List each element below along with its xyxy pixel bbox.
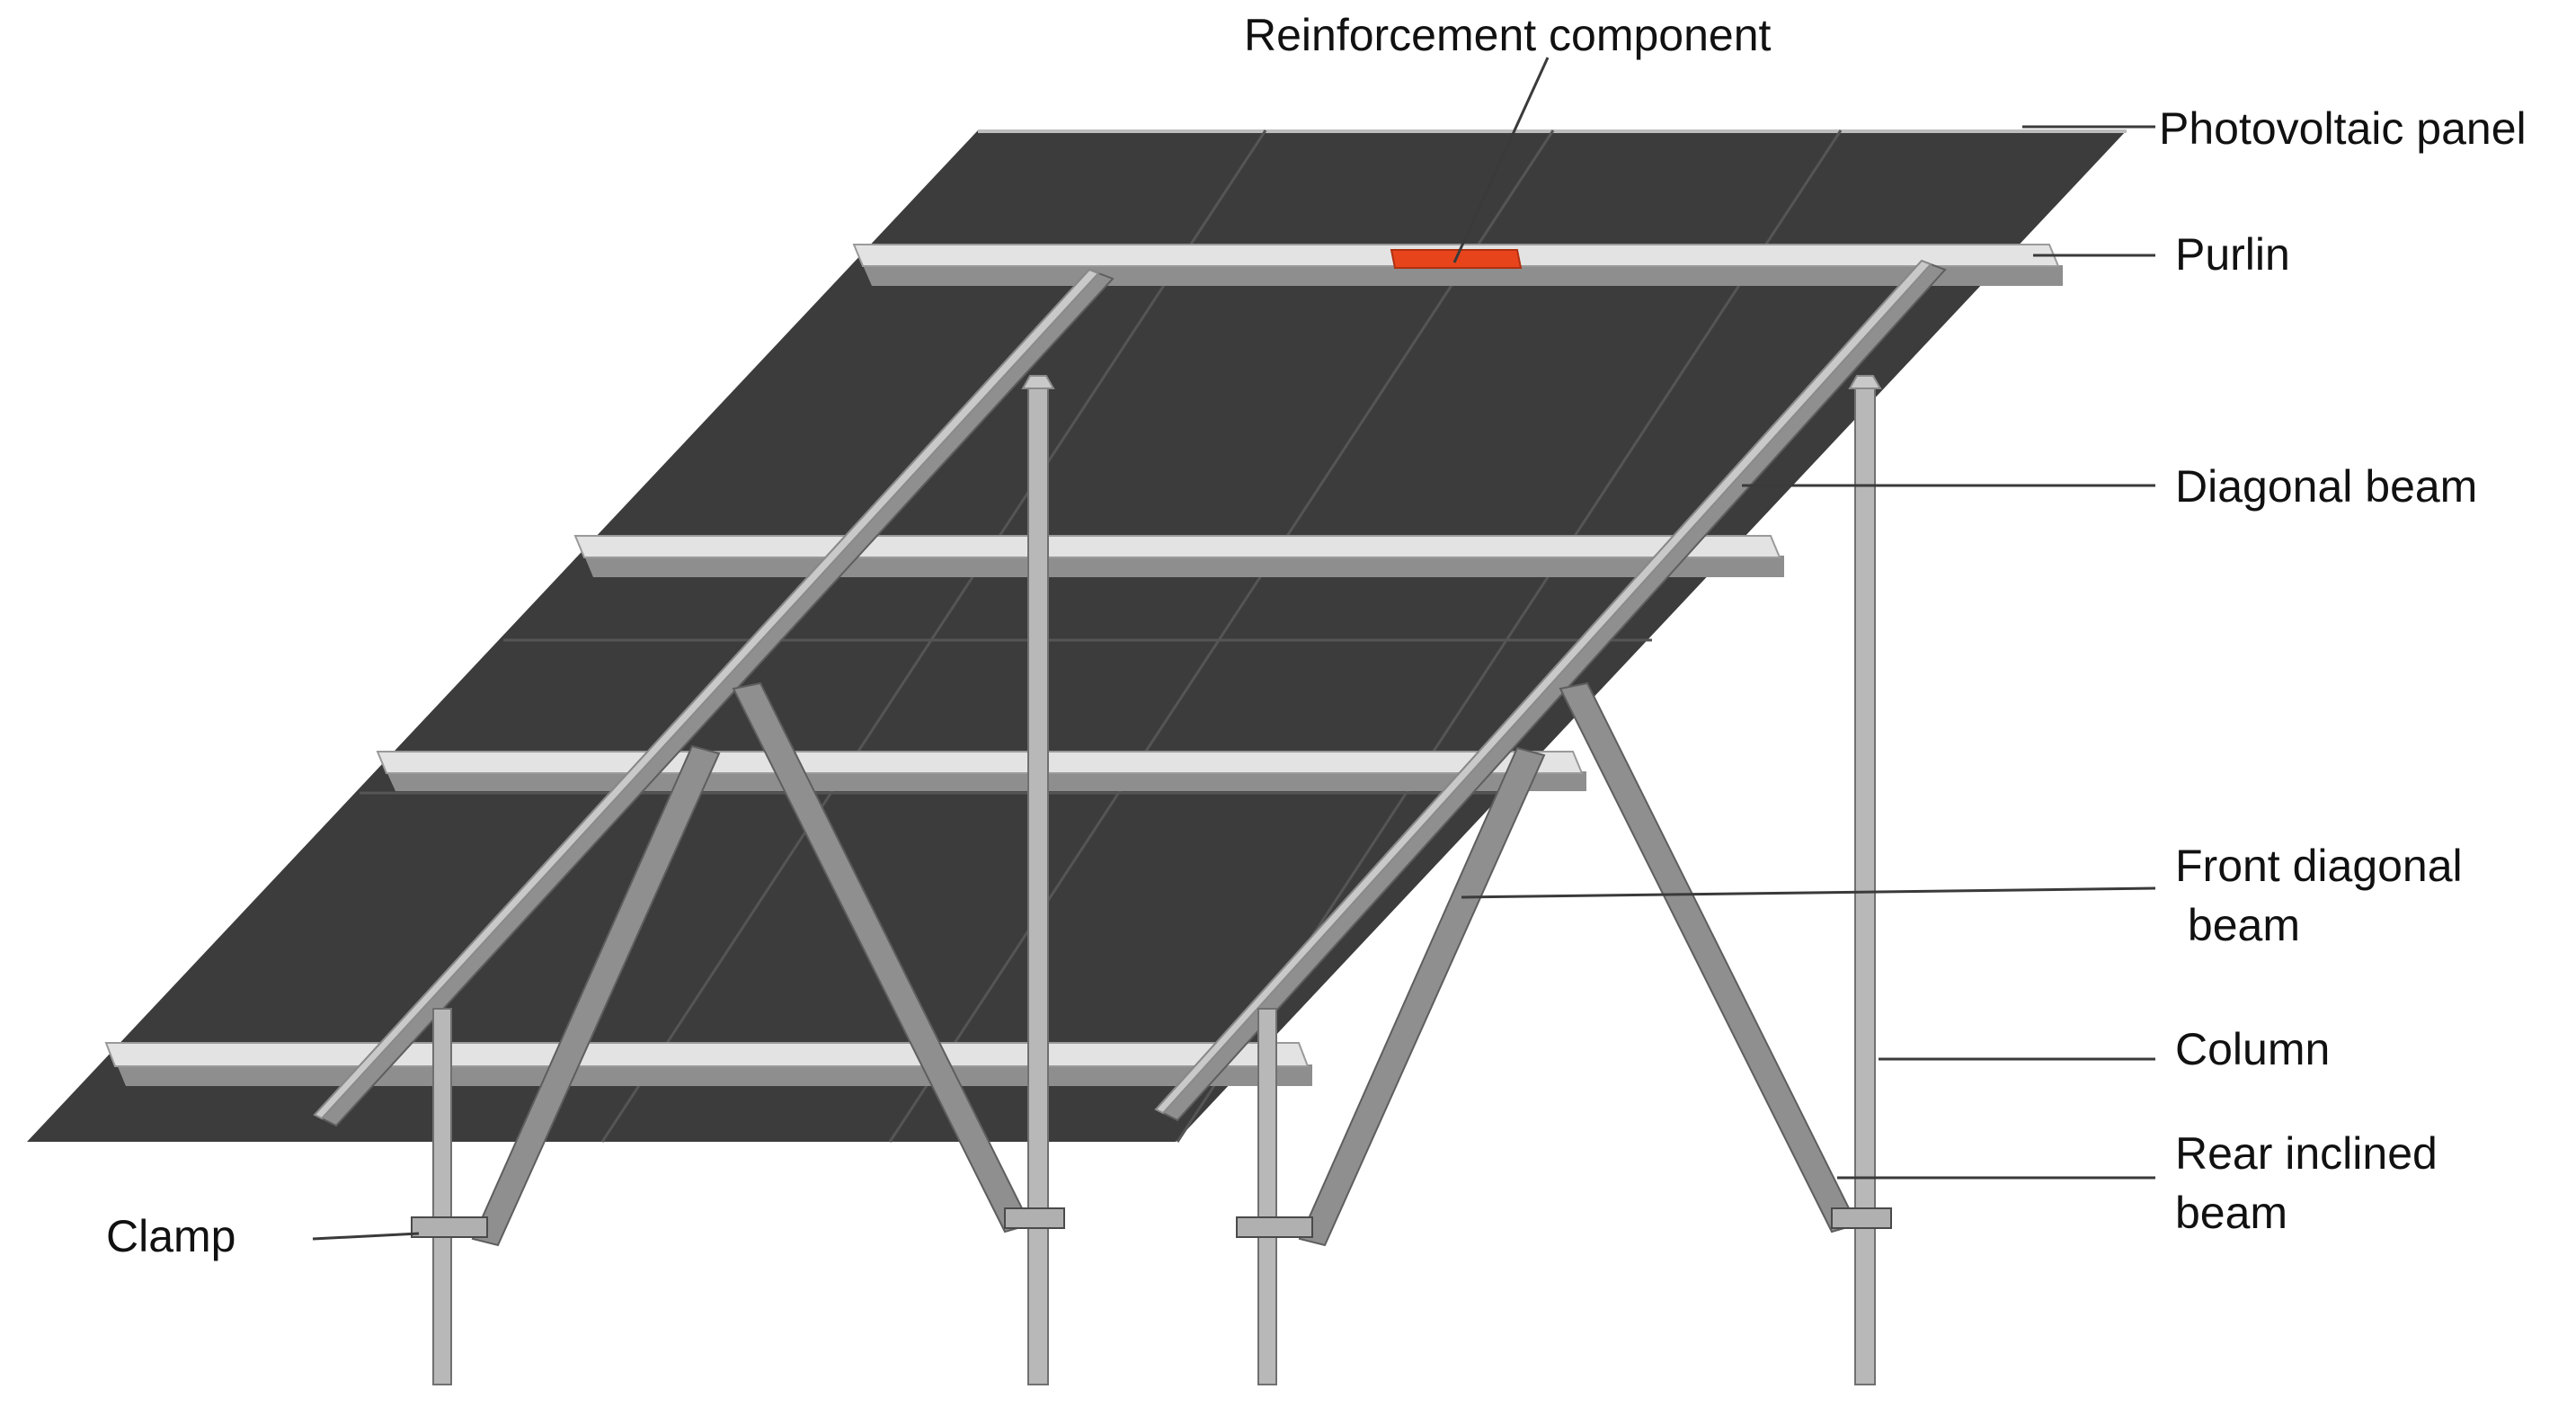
leader-lines	[312, 57, 2156, 1241]
clamp-rear-right	[1831, 1207, 1892, 1229]
front-diagonal-beam-left	[471, 744, 721, 1247]
front-diagonal-beam-right	[1298, 746, 1546, 1247]
clamp-rear-left	[1004, 1207, 1065, 1229]
label-front-diagonal-beam-line2: beam	[2175, 900, 2300, 950]
label-reinforcement-component: Reinforcement component	[1244, 10, 1772, 60]
leader-reinforcement-component	[1452, 57, 1550, 263]
rear-inclined-beam-right	[1559, 681, 1859, 1233]
clamp-front-right	[1236, 1216, 1313, 1238]
label-purlin: Purlin	[2175, 229, 2290, 280]
column-rear-left	[1027, 386, 1049, 1385]
label-rear-inclined-beam-line1: Rear inclined	[2175, 1128, 2438, 1179]
leader-front-diagonal-beam	[1461, 886, 2156, 899]
diagonal-beam-right-highlight	[1154, 259, 1932, 1115]
purlin-3	[376, 751, 1584, 774]
purlin-2-underside	[584, 556, 1784, 577]
purlin-1-underside	[863, 265, 2063, 286]
label-front-diagonal-beam-line1: Front diagonal	[2175, 841, 2463, 891]
column-rear-right	[1854, 386, 1876, 1385]
column-front-left	[432, 1008, 452, 1385]
leader-clamp	[312, 1232, 420, 1241]
label-clamp: Clamp	[106, 1211, 235, 1261]
label-rear-inclined-beam-line2: beam	[2175, 1188, 2287, 1238]
label-photovoltaic-panel: Photovoltaic panel	[2159, 103, 2527, 154]
panel-seam-col-2	[888, 129, 1555, 1143]
purlin-4	[104, 1042, 1310, 1067]
clamps	[411, 1207, 1892, 1238]
purlin-2	[573, 535, 1781, 558]
columns	[432, 375, 1882, 1385]
front-diagonal-beams	[471, 744, 1546, 1247]
diagonal-beams	[313, 259, 1947, 1127]
column-front-right	[1257, 1008, 1277, 1385]
purlin-3-underside	[386, 771, 1586, 791]
label-column: Column	[2175, 1024, 2330, 1074]
column-rear-left-cap	[1021, 375, 1055, 389]
diagonal-beam-left-highlight	[313, 268, 1100, 1120]
panel-seam-col-1	[600, 129, 1267, 1143]
column-rear-right-cap	[1848, 375, 1882, 389]
labels: Reinforcement component Photovoltaic pan…	[106, 10, 2527, 1261]
purlins	[104, 244, 2063, 1086]
clamp-front-left	[411, 1216, 488, 1238]
label-diagonal-beam: Diagonal beam	[2175, 461, 2477, 512]
purlin-4-underside	[117, 1064, 1312, 1086]
